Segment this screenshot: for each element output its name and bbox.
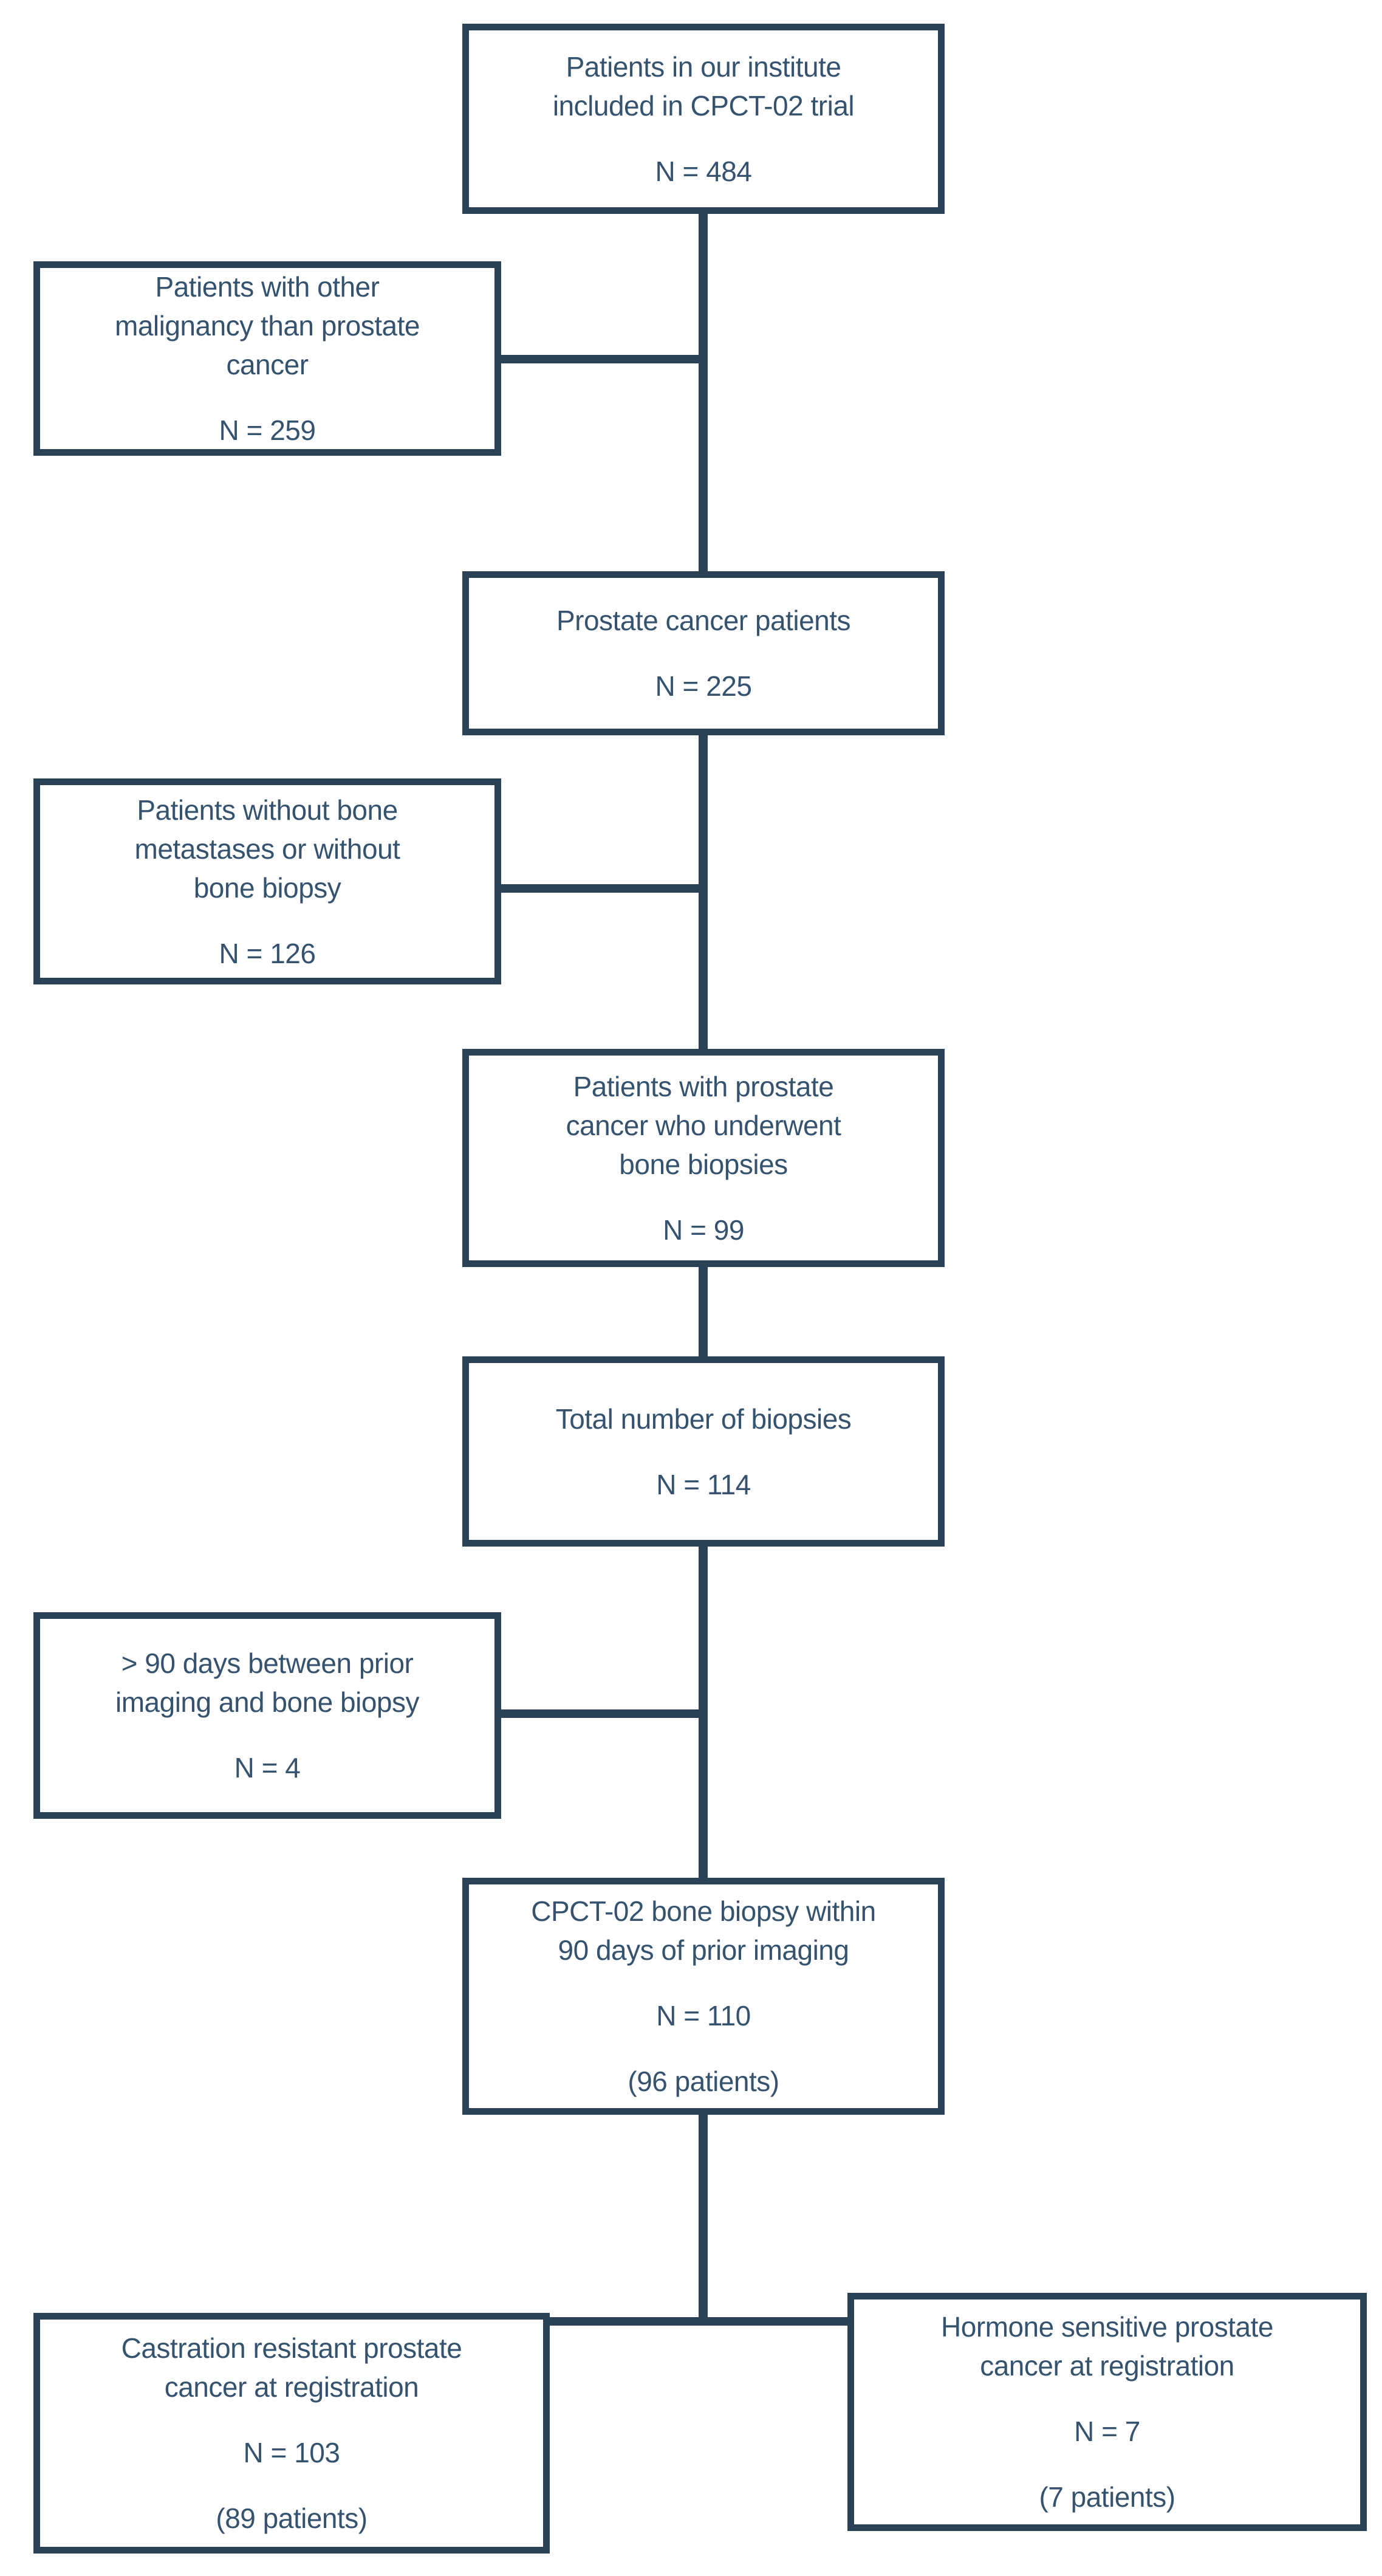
flow-box-castration-resistant: Castration resistant prostate cancer at … xyxy=(33,2313,550,2554)
box-label: CPCT-02 bone biopsy within 90 days of pr… xyxy=(531,1895,876,1966)
connector-over-90-days xyxy=(501,1709,703,1718)
connector-bottom-split xyxy=(550,2317,847,2326)
box-n-value: N = 99 xyxy=(663,1214,744,1246)
flow-box-hormone-sensitive: Hormone sensitive prostate cancer at reg… xyxy=(847,2293,1367,2531)
box-label: Patients in our institute included in CP… xyxy=(552,50,855,122)
flow-box-prostate-cancer-patients: Prostate cancer patients N = 225 xyxy=(462,571,945,735)
flow-box-within-90-days: CPCT-02 bone biopsy within 90 days of pr… xyxy=(462,1878,945,2115)
box-label: Prostate cancer patients xyxy=(556,605,851,636)
box-label: > 90 days between prior imaging and bone… xyxy=(115,1647,419,1718)
flow-box-total-biopsies: Total number of biopsies N = 114 xyxy=(462,1356,945,1547)
box-label: Patients with prostate cancer who underw… xyxy=(566,1070,841,1180)
flow-box-over-90-days: > 90 days between prior imaging and bone… xyxy=(33,1612,501,1819)
box-label: Castration resistant prostate cancer at … xyxy=(121,2332,462,2403)
box-n-value: N = 103 xyxy=(243,2437,340,2468)
box-patients-value: (89 patients) xyxy=(216,2502,368,2534)
box-n-value: N = 110 xyxy=(656,2000,751,2032)
spine-segment-5 xyxy=(699,2115,708,2326)
box-label: Patients without bone metastases or with… xyxy=(134,794,400,904)
box-patients-value: (96 patients) xyxy=(628,2066,779,2097)
box-label: Patients with other malignancy than pros… xyxy=(115,271,420,380)
box-n-value: N = 259 xyxy=(219,414,316,446)
box-n-value: N = 114 xyxy=(656,1468,751,1500)
connector-other-malignancy xyxy=(501,355,703,363)
box-n-value: N = 7 xyxy=(1074,2416,1140,2447)
connector-no-bone-metastases xyxy=(501,884,703,893)
flow-box-no-bone-metastases: Patients without bone metastases or with… xyxy=(33,778,501,984)
spine-segment-1 xyxy=(699,214,708,571)
box-n-value: N = 225 xyxy=(655,670,752,702)
flow-box-institute: Patients in our institute included in CP… xyxy=(462,24,945,214)
box-patients-value: (7 patients) xyxy=(1039,2481,1175,2513)
box-label: Total number of biopsies xyxy=(555,1403,852,1435)
flow-box-underwent-bone-biopsies: Patients with prostate cancer who underw… xyxy=(462,1049,945,1267)
box-n-value: N = 126 xyxy=(219,937,316,969)
box-label: Hormone sensitive prostate cancer at reg… xyxy=(941,2311,1273,2382)
box-n-value: N = 4 xyxy=(234,1752,301,1784)
spine-segment-3 xyxy=(699,1267,708,1356)
box-n-value: N = 484 xyxy=(655,155,752,187)
flow-box-other-malignancy: Patients with other malignancy than pros… xyxy=(33,261,501,456)
